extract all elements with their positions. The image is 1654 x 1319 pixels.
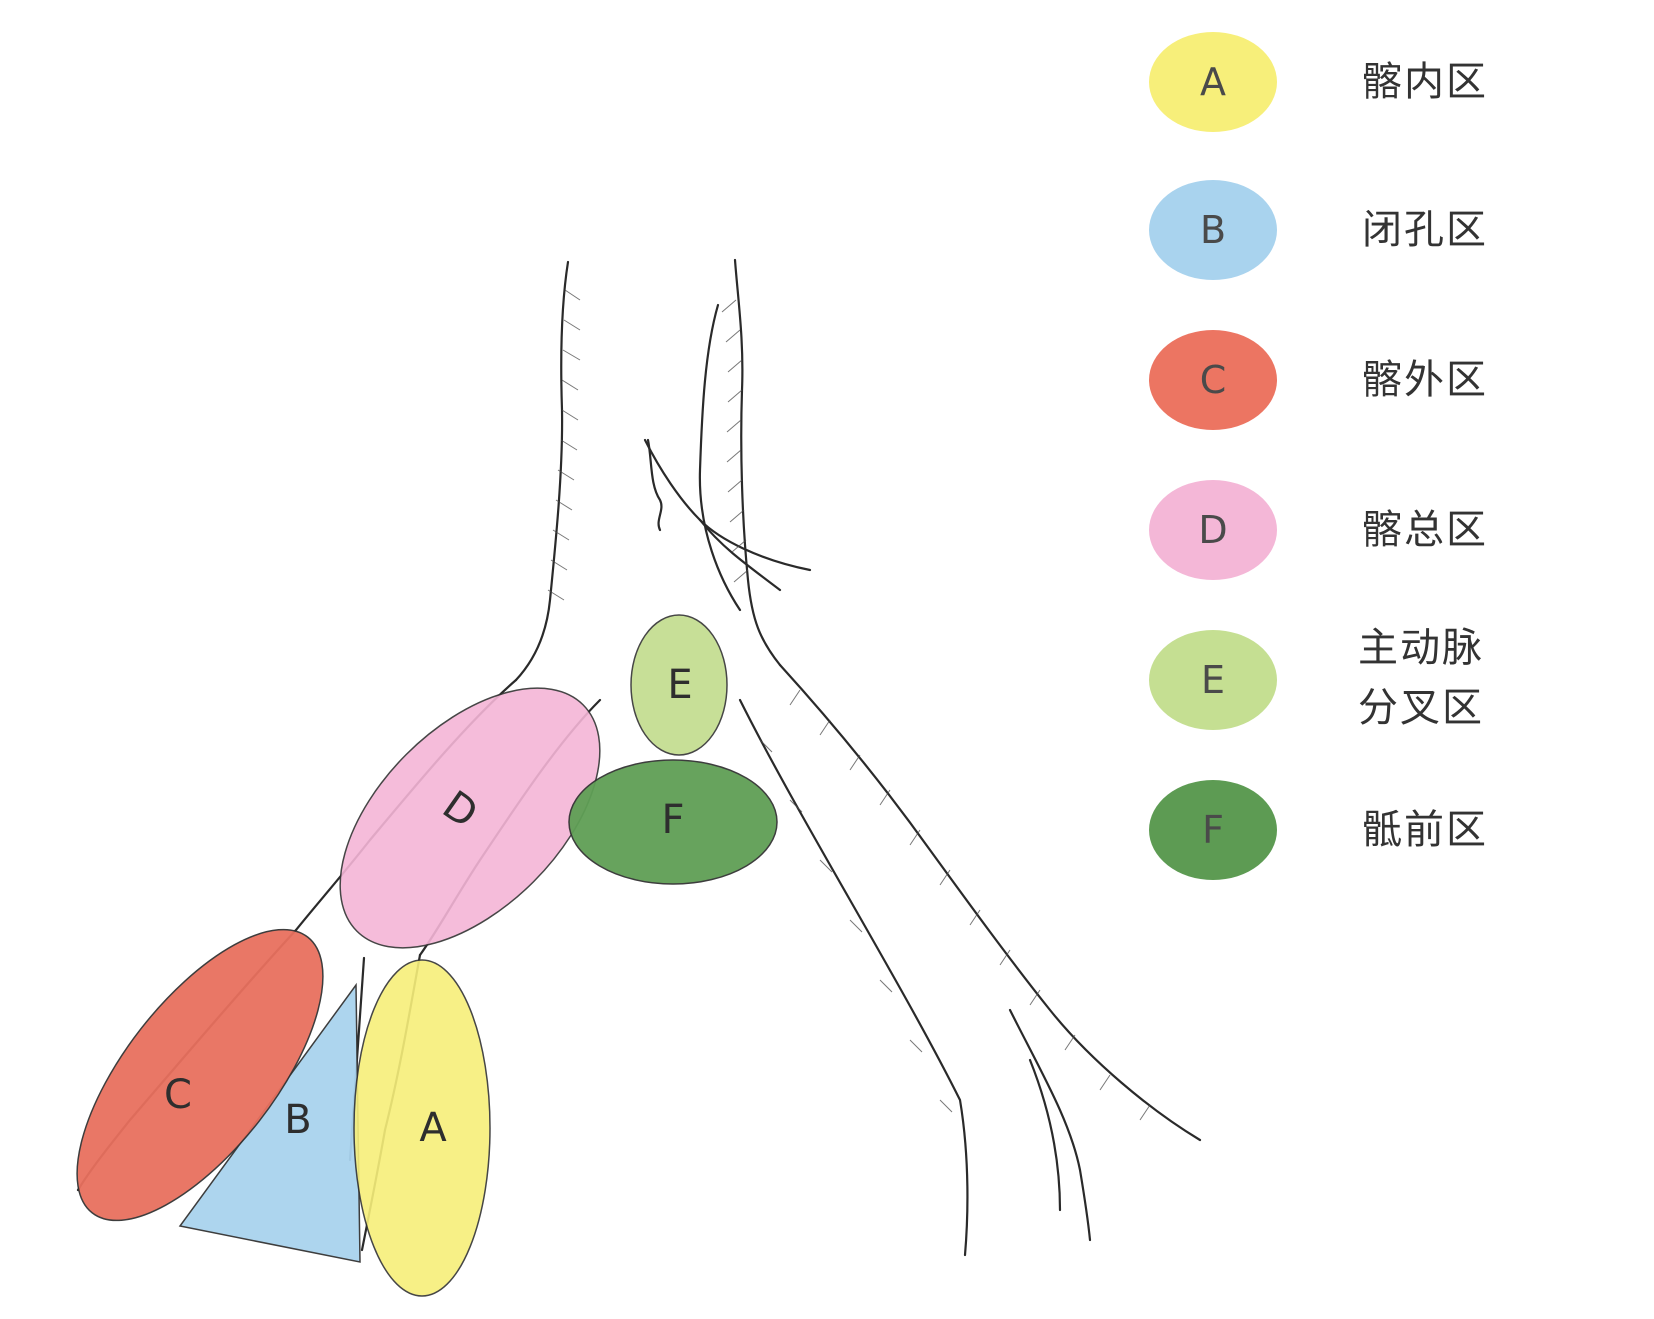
aorta-hatching [547, 289, 749, 601]
legend-f-name: 骶前区 [1362, 807, 1488, 853]
region-e-label: E [667, 662, 692, 708]
aorta-body [515, 260, 755, 700]
region-a-internal-iliac-area [353, 959, 491, 1297]
small-vessel-knot [646, 438, 663, 532]
legend-a-swatch [1149, 32, 1277, 132]
right-common-iliac-inner [738, 698, 969, 1257]
legend-c-name: 髂外区 [1362, 357, 1488, 403]
legend-b-letter: B [1200, 208, 1226, 252]
legend-item-c: C 髂外区 [1149, 330, 1488, 430]
legend-item-b: B 闭孔区 [1149, 180, 1488, 280]
right-iliac-hatching [759, 689, 1151, 1121]
legend-d-swatch [1149, 480, 1277, 580]
legend-c-letter: C [1200, 358, 1227, 402]
legend-f-swatch [1149, 780, 1277, 880]
legend-e-swatch [1149, 630, 1277, 730]
region-c-external-iliac-area [76, 928, 324, 1222]
legend-a-letter: A [1200, 60, 1226, 104]
aorta-inner-wall [698, 303, 742, 612]
legend-b-swatch [1149, 180, 1277, 280]
region-a-label: A [419, 1105, 447, 1151]
right-internal-iliac [1008, 1008, 1092, 1242]
legend-item-d: D 髂总区 [1149, 480, 1488, 580]
inferior-mesenteric-branch [698, 518, 782, 592]
legend: A 髂内区 B 闭孔区 C 髂外区 D 髂总区 E 主动脉 分叉区 F 骶前区 [1149, 32, 1488, 880]
right-common-iliac-outer [778, 663, 1202, 1142]
legend-a-name: 髂内区 [1362, 59, 1488, 105]
region-f-label: F [661, 797, 684, 843]
legend-c-swatch [1149, 330, 1277, 430]
legend-item-a: A 髂内区 [1149, 32, 1488, 132]
region-f-presacral-area [568, 759, 778, 885]
aorta-left-wall [514, 260, 570, 682]
region-d-common-iliac-area [339, 687, 601, 949]
legend-d-letter: D [1198, 508, 1227, 552]
legend-e-letter: E [1201, 658, 1225, 702]
region-e-aortic-bifurcation-area [630, 614, 728, 756]
legend-d-name: 髂总区 [1362, 507, 1488, 553]
legend-item-f: F 骶前区 [1149, 780, 1488, 880]
legend-e-name-line2: 分叉区 [1358, 685, 1484, 731]
aorta-right-wall [733, 258, 782, 667]
legend-b-name: 闭孔区 [1362, 207, 1488, 253]
right-internal-iliac-inner [1028, 1058, 1062, 1212]
legend-f-letter: F [1202, 808, 1224, 852]
legend-e-name-line1: 主动脉 [1358, 625, 1484, 671]
region-overlays: A B C D E F [76, 614, 778, 1297]
region-b-label: B [284, 1097, 311, 1143]
region-c-label: C [164, 1072, 192, 1118]
legend-item-e: E 主动脉 分叉区 [1149, 625, 1484, 731]
